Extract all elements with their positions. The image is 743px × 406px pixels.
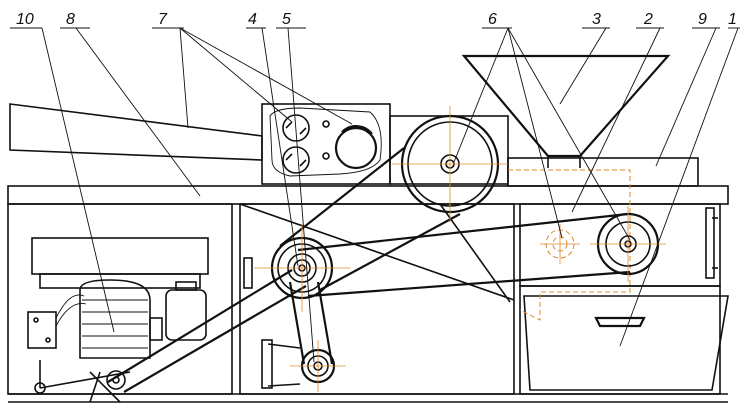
callout-7: 7	[158, 11, 168, 28]
hidden-outline	[508, 169, 631, 321]
callout-6: 6	[488, 11, 497, 28]
callout-8: 8	[66, 11, 75, 28]
gauge-upper-left	[282, 114, 310, 142]
motor-assembly	[27, 237, 209, 403]
collector-drawer	[523, 295, 729, 391]
belt-drives	[107, 147, 631, 393]
motor-pulley	[106, 370, 126, 390]
callout-4: 4	[248, 11, 257, 28]
gauge-lower-left	[282, 146, 310, 174]
gauge-large	[334, 126, 378, 170]
center-pulley	[254, 224, 350, 312]
callout-3: 3	[592, 11, 601, 28]
callout-9: 9	[698, 11, 707, 28]
callout-5: 5	[282, 11, 291, 28]
tension-pulley	[261, 339, 346, 392]
hopper	[461, 54, 671, 168]
callout-2: 2	[643, 11, 653, 28]
right-box-details	[705, 207, 718, 279]
bracket	[243, 257, 253, 289]
callout-10: 10	[16, 11, 34, 28]
control-panel	[261, 103, 391, 185]
frame	[7, 185, 729, 403]
top-pulley	[392, 106, 508, 222]
callouts: 10 8 7 4 5 6 3 2 9 1	[16, 11, 737, 28]
callout-1: 1	[728, 11, 737, 28]
inclined-chute	[9, 103, 263, 161]
leader-lines	[10, 27, 740, 363]
